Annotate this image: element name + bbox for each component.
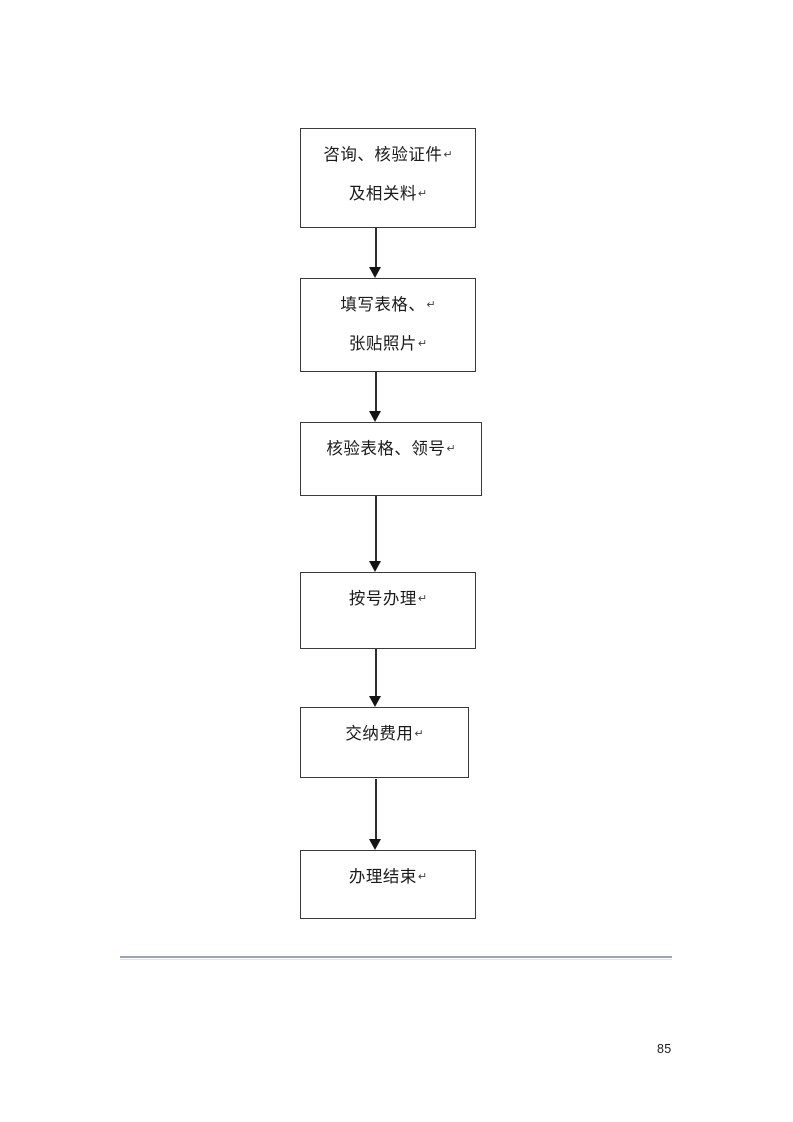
arrow-stem [375, 372, 377, 413]
arrow-head-icon [369, 561, 381, 572]
paragraph-mark-icon: ↵ [414, 727, 424, 740]
arrow-stem [375, 779, 377, 841]
flow-arrow-3-4 [364, 496, 388, 572]
paragraph-mark-icon: ↵ [417, 186, 428, 200]
flow-arrow-2-3 [364, 372, 388, 422]
footer-divider-thin-line [120, 959, 672, 960]
paragraph-mark-icon: ↵ [417, 870, 428, 883]
flow-node-line: 交纳费用↵ [345, 724, 424, 743]
flow-node-pay-fee[interactable]: 交纳费用↵ [300, 707, 469, 778]
flowchart: 咨询、核验证件↵ 及相关料↵ 填写表格、↵ 张贴照片↵ 核验表格、领号↵ [300, 128, 482, 919]
flow-node-line: 及相关料↵ [348, 183, 428, 203]
flow-arrow-4-5 [364, 649, 388, 707]
footer-divider-thick-line [120, 956, 672, 958]
flow-node-line: 张贴照片↵ [348, 333, 428, 353]
arrow-stem [375, 228, 377, 269]
flow-node-line: 按号办理↵ [348, 589, 428, 608]
arrow-stem [375, 496, 377, 563]
flow-node-verify-form-get-number[interactable]: 核验表格、领号↵ [300, 422, 482, 496]
paragraph-mark-icon: ↵ [446, 442, 456, 455]
paragraph-mark-icon: ↵ [417, 336, 428, 350]
flow-node-process-by-number[interactable]: 按号办理↵ [300, 572, 476, 649]
paragraph-mark-icon: ↵ [443, 148, 453, 161]
arrow-head-icon [369, 839, 381, 850]
flow-node-consult-verify[interactable]: 咨询、核验证件↵ 及相关料↵ [300, 128, 476, 228]
flow-node-process-complete[interactable]: 办理结束↵ [300, 850, 476, 919]
flow-arrow-5-6 [364, 779, 388, 850]
flow-node-line: 填写表格、↵ [340, 295, 436, 314]
flow-node-line: 咨询、核验证件↵ [323, 145, 453, 164]
arrow-head-icon [369, 411, 381, 422]
arrow-stem [375, 649, 377, 698]
flow-node-line: 办理结束↵ [348, 867, 428, 886]
flow-arrow-1-2 [364, 228, 388, 278]
arrow-head-icon [369, 696, 381, 707]
arrow-head-icon [369, 267, 381, 278]
paragraph-mark-icon: ↵ [417, 592, 428, 605]
footer-divider [120, 956, 672, 960]
paragraph-mark-icon: ↵ [426, 298, 436, 311]
flow-node-line: 核验表格、领号↵ [326, 439, 456, 458]
flow-node-fill-form-attach-photo[interactable]: 填写表格、↵ 张贴照片↵ [300, 278, 476, 372]
page-number: 85 [657, 1042, 672, 1056]
